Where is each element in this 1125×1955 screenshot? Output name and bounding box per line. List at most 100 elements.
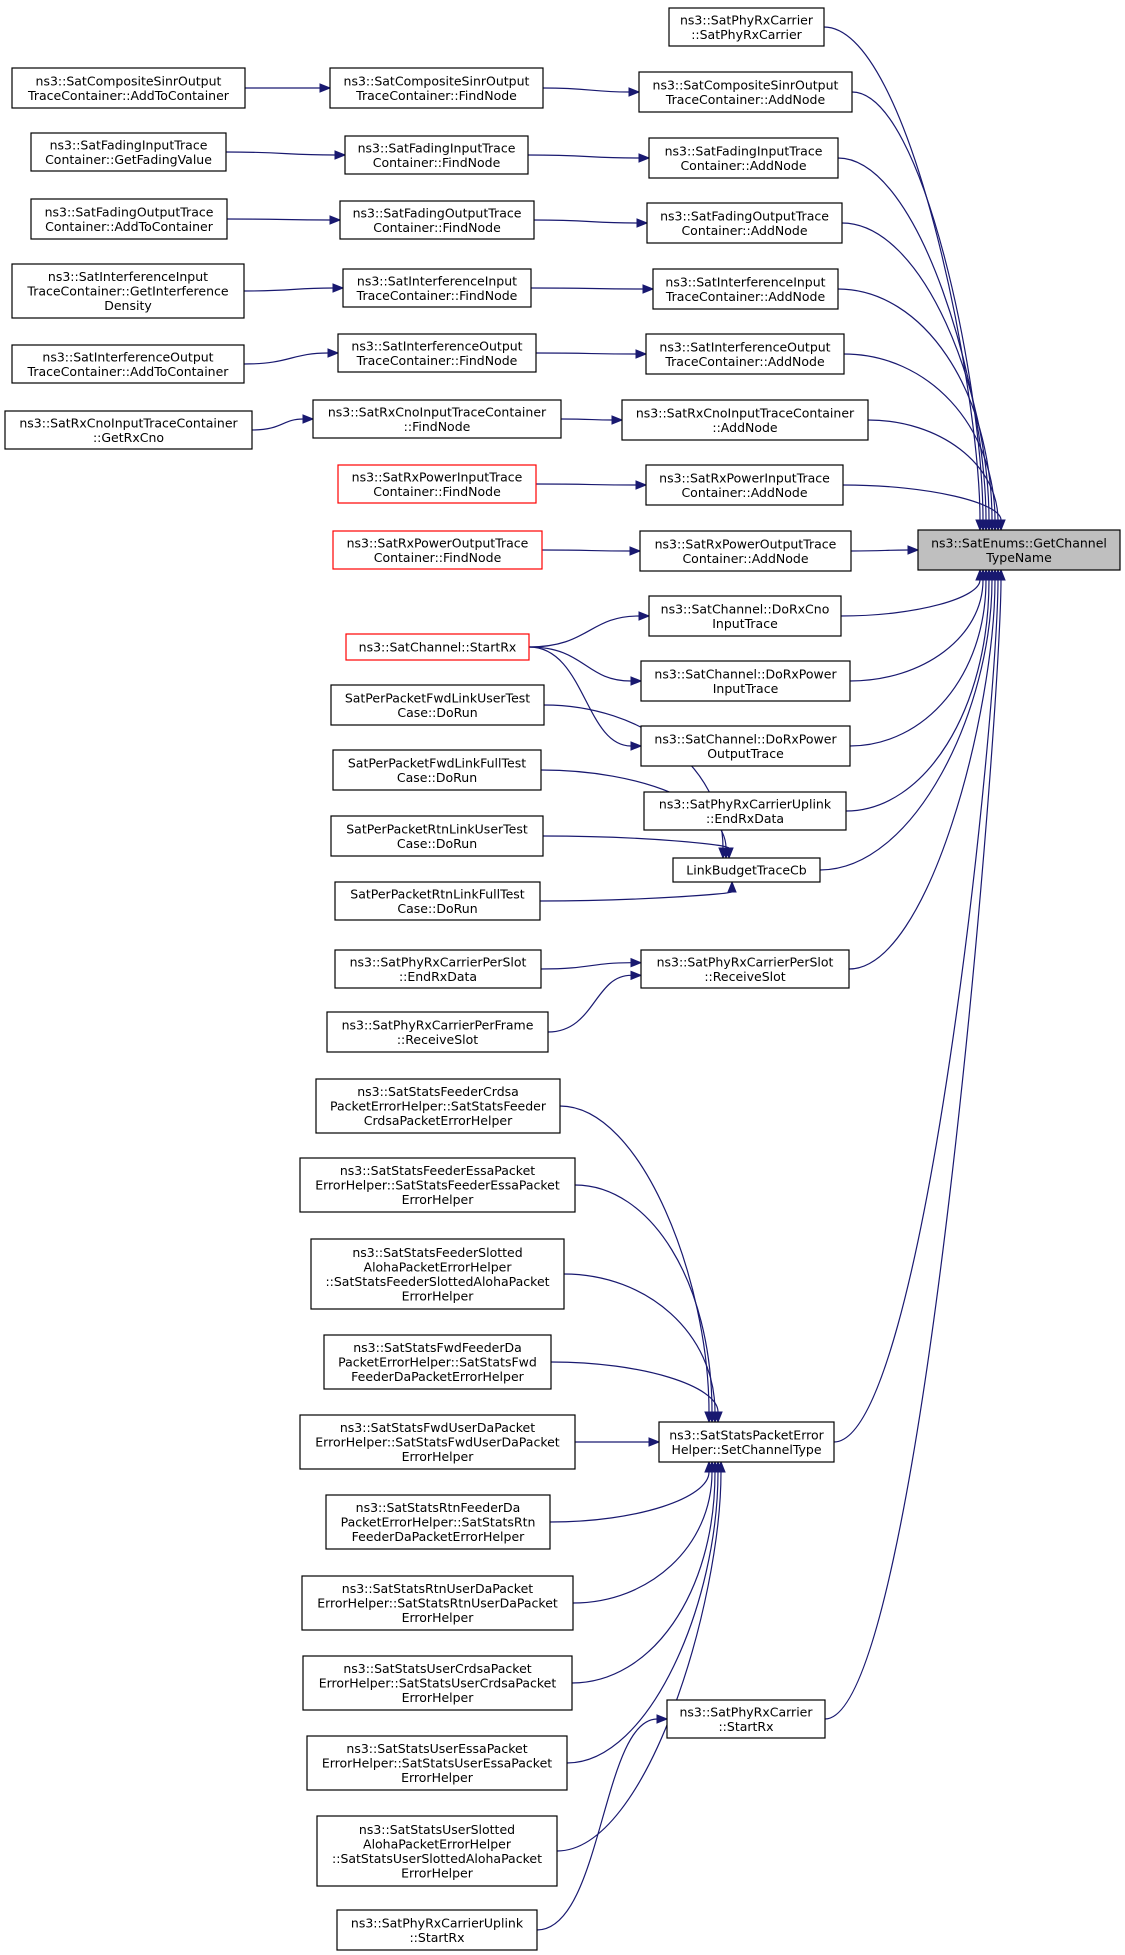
node-label-line: ErrorHelper (402, 1610, 475, 1625)
node-ns3-satrxpowerinputtrace-container-addnode[interactable]: ns3::SatRxPowerInputTraceContainer::AddN… (645, 464, 844, 506)
node-label-line: TraceContainer::AddNode (664, 354, 825, 369)
node-ns3-satstatsfeederessapacket-errorhelper-satstatsfeederessap[interactable]: ns3::SatStatsFeederEssaPacketErrorHelper… (299, 1157, 576, 1213)
node-ns3-satphyrxcarrieruplink-endrxdata[interactable]: ns3::SatPhyRxCarrierUplink::EndRxData (643, 791, 847, 831)
node-label-line: ns3::SatFadingOutputTrace (353, 205, 522, 220)
node-ns3-satphyrxcarrierperslot-endrxdata[interactable]: ns3::SatPhyRxCarrierPerSlot::EndRxData (334, 949, 542, 989)
node-ns3-satfadingoutputtrace-container-addtocontainer[interactable]: ns3::SatFadingOutputTraceContainer::AddT… (30, 198, 228, 240)
node-ns3-satcompositesinroutput-tracecontainer-findnode[interactable]: ns3::SatCompositeSinrOutputTraceContaine… (329, 67, 544, 109)
node-ns3-satfadingoutputtrace-container-addnode[interactable]: ns3::SatFadingOutputTraceContainer::AddN… (646, 202, 843, 244)
node-ns3-satstatsrtnfeederda-packeterrorhelper-satstatsrtn-feeder[interactable]: ns3::SatStatsRtnFeederDaPacketErrorHelpe… (325, 1494, 551, 1550)
node-ns3-satrxpoweroutputtrace-container-findnode[interactable]: ns3::SatRxPowerOutputTraceContainer::Fin… (332, 530, 543, 570)
edge-r16-to-target (833, 568, 1003, 1443)
node-label-line: ns3::SatStatsFwdUserDaPacket (340, 1420, 535, 1435)
edge-r13-to-target (845, 568, 994, 812)
node-ns3-satstatsfwdfeederda-packeterrorhelper-satstatsfwd-feeder[interactable]: ns3::SatStatsFwdFeederDaPacketErrorHelpe… (323, 1334, 552, 1390)
edge-m09-to-r10 (528, 611, 651, 648)
node-label-line: ::SatPhyRxCarrier (691, 27, 802, 42)
edge-line (867, 419, 999, 521)
node-ns3-satfadinginputtrace-container-addnode[interactable]: ns3::SatFadingInputTraceContainer::AddNo… (648, 137, 839, 179)
edge-arrowhead (724, 847, 734, 860)
edge-arrowhead (629, 546, 642, 556)
node-box (337, 464, 537, 504)
node-box (334, 949, 542, 989)
edge-m19-to-r16 (550, 1361, 723, 1424)
node-ns3-satphyrxcarrier-satphyrxcarrier[interactable]: ns3::SatPhyRxCarrier::SatPhyRxCarrier (668, 7, 825, 47)
node-ns3-satcompositesinroutput-tracecontainer-addtocontainer[interactable]: ns3::SatCompositeSinrOutputTraceContaine… (11, 67, 246, 109)
node-ns3-satrxcnoinputtracecontainer-addnode[interactable]: ns3::SatRxCnoInputTraceContainer::AddNod… (621, 399, 869, 441)
node-linkbudgettracecb[interactable]: LinkBudgetTraceCb (672, 857, 821, 883)
edge-m14-to-r15 (540, 957, 643, 970)
node-label-line: TraceContainer::AddNode (665, 92, 826, 107)
node-ns3-satinterferenceoutput-tracecontainer-addtocontainer[interactable]: ns3::SatInterferenceOutputTraceContainer… (11, 344, 245, 384)
edge-line (536, 1718, 658, 1931)
node-label-line: SatPerPacketRtnLinkUserTest (346, 821, 528, 836)
node-ns3-satrxcnoinputtracecontainer-findnode[interactable]: ns3::SatRxCnoInputTraceContainer::FindNo… (312, 399, 562, 439)
node-box (30, 132, 227, 172)
node-ns3-satstatsfeederslotted-alohapacketerrorhelper-satstatsfee[interactable]: ns3::SatStatsFeederSlottedAlohaPacketErr… (310, 1238, 565, 1310)
node-label-line: ns3::SatInterferenceOutput (42, 349, 213, 364)
node-ns3-satstatsusercrdsapacket-errorhelper-satstatsusercrdsapac[interactable]: ns3::SatStatsUserCrdsaPacketErrorHelper:… (302, 1655, 573, 1711)
edge-arrowhead (635, 480, 648, 490)
edge-m04-to-r05 (530, 284, 655, 294)
node-ns3-satstatspacketerror-helper-setchanneltype[interactable]: ns3::SatStatsPacketErrorHelper::SetChann… (658, 1421, 835, 1463)
edge-m17-to-r16 (574, 1184, 717, 1424)
node-ns3-satrxpoweroutputtrace-container-addnode[interactable]: ns3::SatRxPowerOutputTraceContainer::Add… (639, 530, 852, 572)
node-ns3-satstatsuseressapacket-errorhelper-satstatsuseressapacke[interactable]: ns3::SatStatsUserEssaPacketErrorHelper::… (306, 1735, 568, 1791)
node-box (645, 464, 844, 506)
node-ns3-satstatsuserslotted-alohapacketerrorhelper-satstatsusers[interactable]: ns3::SatStatsUserSlottedAlohaPacketError… (316, 1815, 558, 1887)
edge-line (541, 549, 631, 552)
edge-line (849, 579, 987, 747)
node-ns3-satstatsfwduserdapacket-errorhelper-satstatsfwduserdapac[interactable]: ns3::SatStatsFwdUserDaPacketErrorHelper:… (299, 1414, 576, 1470)
edge-m08-to-r09 (541, 546, 642, 556)
edge-r08-to-target (842, 484, 1006, 532)
node-ns3-satstatsrtnuserdapacket-errorhelper-satstatsrtnuserdapac[interactable]: ns3::SatStatsRtnUserDaPacketErrorHelper:… (301, 1575, 574, 1631)
edge-arrowhead (716, 1460, 726, 1473)
edge-line (850, 549, 909, 552)
node-ns3-satphyrxcarrier-startrx[interactable]: ns3::SatPhyRxCarrier::StartRx (666, 1699, 826, 1739)
node-ns3-satinterferenceoutput-tracecontainer-addnode[interactable]: ns3::SatInterferenceOutputTraceContainer… (645, 333, 845, 375)
node-ns3-satphyrxcarrierperframe-receiveslot[interactable]: ns3::SatPhyRxCarrierPerFrame::ReceiveSlo… (326, 1011, 549, 1053)
node-ns3-satrxpowerinputtrace-container-findnode[interactable]: ns3::SatRxPowerInputTraceContainer::Find… (337, 464, 537, 504)
node-ns3-satinterferenceinput-tracecontainer-addnode[interactable]: ns3::SatInterferenceInputTraceContainer:… (652, 268, 839, 310)
node-box (345, 633, 530, 661)
node-ns3-satfadinginputtrace-container-getfadingvalue[interactable]: ns3::SatFadingInputTraceContainer::GetFa… (30, 132, 227, 172)
node-label-line: ErrorHelper (402, 1690, 475, 1705)
node-label-line: ns3::SatPhyRxCarrierUplink (351, 1915, 524, 1930)
node-box (30, 198, 228, 240)
node-ns3-satinterferenceoutput-tracecontainer-findnode[interactable]: ns3::SatInterferenceOutputTraceContainer… (337, 333, 537, 373)
node-box (342, 268, 532, 308)
node-label-line: ns3::SatEnums::GetChannel (931, 535, 1107, 550)
node-label-line: ns3::SatStatsUserEssaPacket (346, 1741, 527, 1756)
node-ns3-satfadingoutputtrace-container-findnode[interactable]: ns3::SatFadingOutputTraceContainer::Find… (339, 200, 535, 240)
edge-line (560, 418, 613, 421)
node-ns3-satchannel-startrx[interactable]: ns3::SatChannel::StartRx (345, 633, 530, 661)
edge-arrowhead (638, 611, 651, 621)
node-ns3-satstatsfeedercrdsa-packeterrorhelper-satstatsfeeder-crd[interactable]: ns3::SatStatsFeederCrdsaPacketErrorHelpe… (315, 1078, 561, 1134)
edge-line (833, 579, 999, 1443)
node-ns3-satinterferenceinput-tracecontainer-getinterference-dens[interactable]: ns3::SatInterferenceInputTraceContainer:… (11, 263, 245, 319)
node-label-line: ErrorHelper::SatStatsFeederEssaPacket (315, 1178, 560, 1193)
edge-r06-to-target (843, 353, 1000, 532)
node-label-line: ns3::SatPhyRxCarrier (680, 12, 814, 27)
node-ns3-satphyrxcarrieruplink-startrx[interactable]: ns3::SatPhyRxCarrierUplink::StartRx (336, 1909, 538, 1951)
node-ns3-satinterferenceinput-tracecontainer-findnode[interactable]: ns3::SatInterferenceInputTraceContainer:… (342, 268, 532, 308)
node-label-line: ns3::SatChannel::DoRxPower (654, 666, 837, 681)
edge-line (819, 579, 993, 871)
node-ns3-satphyrxcarrierperslot-receiveslot[interactable]: ns3::SatPhyRxCarrierPerSlot::ReceiveSlot (640, 949, 850, 989)
node-label-line: ns3::SatCompositeSinrOutput (653, 77, 839, 92)
node-label-line: ::AddNode (712, 420, 778, 435)
node-label-line: ns3::SatRxCnoInputTraceContainer (328, 404, 547, 419)
node-ns3-satfadinginputtrace-container-findnode[interactable]: ns3::SatFadingInputTraceContainer::FindN… (344, 135, 529, 175)
edge-line (842, 484, 1002, 521)
edge-m05-to-r06 (535, 349, 648, 359)
node-ns3-satrxcnoinputtracecontainer-getrxcno[interactable]: ns3::SatRxCnoInputTraceContainer::GetRxC… (4, 410, 253, 450)
node-ns3-satcompositesinroutput-tracecontainer-addnode[interactable]: ns3::SatCompositeSinrOutputTraceContaine… (638, 71, 853, 113)
